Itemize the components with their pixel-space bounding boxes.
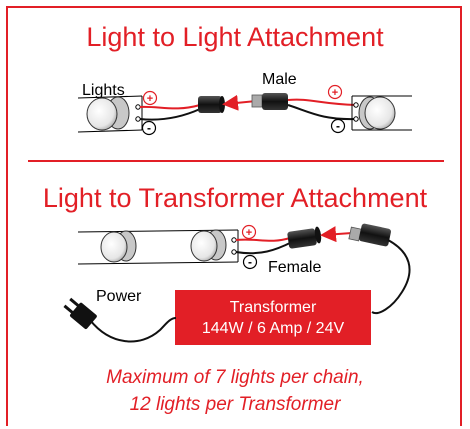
transformer-name: Transformer [230, 299, 317, 316]
negative-symbol-2: - [330, 118, 346, 134]
power-plug-icon [63, 297, 97, 330]
positive-symbol-3: + [241, 224, 257, 240]
footer-line-2: 12 lights per Transformer [130, 394, 342, 415]
transformer-spec: 144W / 6 Amp / 24V [202, 320, 345, 337]
power-cord [89, 317, 177, 343]
transformer-box: Transformer 144W / 6 Amp / 24V [175, 290, 371, 345]
wire-black-left [139, 108, 201, 121]
wire-red-bottom [235, 237, 291, 242]
light-strip-right [351, 95, 412, 131]
transformer-output-wire [371, 239, 411, 314]
svg-text:+: + [246, 227, 252, 239]
diagram-frame [6, 6, 462, 426]
section1-title: Light to Light Attachment [86, 22, 384, 52]
svg-text:-: - [147, 121, 151, 135]
light-strip-bottom [77, 229, 239, 265]
wire-red-right [287, 98, 357, 106]
negative-symbol-3: - [242, 254, 258, 270]
wire-black-right [287, 104, 357, 121]
svg-text:+: + [147, 93, 153, 105]
power-label: Power [96, 288, 142, 305]
female-label: Female [268, 259, 321, 276]
svg-text:-: - [336, 119, 340, 133]
lights-label: Lights [82, 82, 125, 99]
connect-arrow-bottom [320, 226, 353, 243]
wire-black-bottom [235, 241, 293, 255]
male-connector-bottom [348, 223, 391, 247]
connect-arrow-top [222, 94, 257, 111]
positive-symbol-2: + [327, 84, 343, 100]
positive-symbol-1: + [142, 90, 158, 106]
footer-line-1: Maximum of 7 lights per chain, [106, 367, 364, 388]
light-strip-left [77, 95, 143, 133]
section2-title: Light to Transformer Attachment [43, 183, 428, 213]
male-label: Male [262, 71, 297, 88]
svg-text:+: + [332, 87, 338, 99]
wire-red-left [139, 104, 201, 110]
male-connector-top [251, 93, 288, 110]
female-connector-top [198, 96, 225, 113]
negative-symbol-1: - [141, 120, 157, 136]
svg-text:-: - [248, 255, 252, 269]
female-connector-bottom [287, 226, 322, 249]
